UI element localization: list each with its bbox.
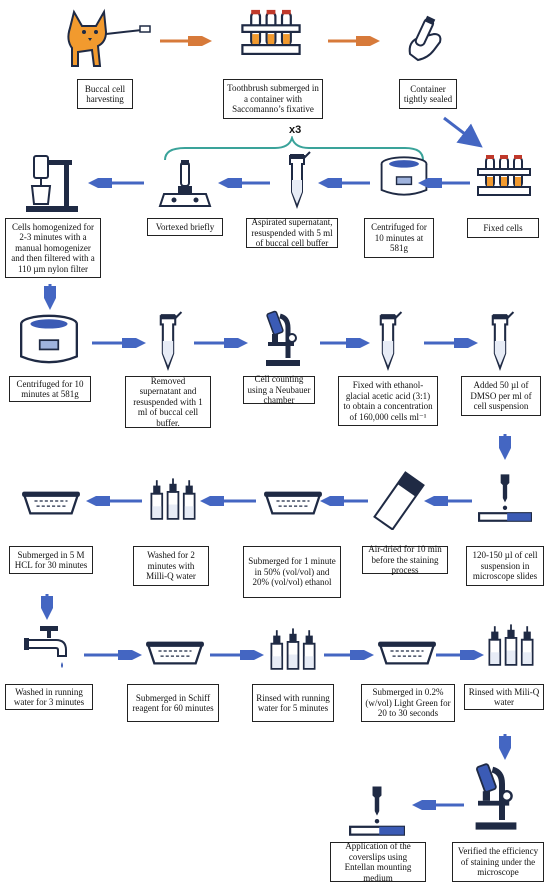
homogenizer-icon xyxy=(26,155,78,212)
step-washed-running-water: Washed in running water for 3 minutes xyxy=(5,684,93,710)
arrow-row2-3 xyxy=(218,178,270,188)
step-container-sealed: Container tightly sealed xyxy=(399,79,457,109)
step-submerged-light-green: Submerged in 0.2% (w/vol) Light Green fo… xyxy=(361,684,455,722)
arrow-row4-1 xyxy=(424,496,472,506)
wash-bottles-icon xyxy=(484,622,538,670)
dropper-slide-icon xyxy=(472,470,538,524)
step-rinsed-mili-q: Rinsed with Mili-Q water xyxy=(464,684,544,710)
step-toothbrush-submerged: Toothbrush submerged in a container with… xyxy=(223,79,323,119)
staining-tray-icon xyxy=(20,486,82,518)
arrow-orange-1 xyxy=(160,36,212,46)
wash-bottles-icon xyxy=(266,626,320,674)
step-cell-counting: Cell counting using a Neubauer chamber xyxy=(243,374,315,405)
step-submerged-schiff: Submerged in Schiff reagent for 60 minut… xyxy=(127,684,219,722)
step-fixed-cells: Fixed cells xyxy=(467,218,539,238)
microscope-icon xyxy=(258,308,308,368)
arrow-row5-4 xyxy=(436,650,484,660)
repeat-label: x3 xyxy=(289,124,302,136)
step-submerged-hcl: Submerged in 5 M HCL for 30 minutes xyxy=(9,546,93,574)
microcentrifuge-tube-icon xyxy=(372,310,404,372)
step-fixed-ethanol: Fixed with ethanol-glacial acetic acid (… xyxy=(338,376,438,426)
arrow-diagonal xyxy=(443,116,483,148)
step-washed-milliq: Washed for 2 minutes with Milli-Q water xyxy=(133,546,209,586)
arrow-row4-4 xyxy=(86,496,142,506)
test-tube-rack-icon xyxy=(474,150,534,202)
step-centrifuged-2: Centrifuged for 10 minutes at 581g xyxy=(9,376,91,402)
staining-tray-icon xyxy=(376,636,438,668)
microscope-slide-icon xyxy=(373,471,425,530)
step-vortexed: Vortexed briefly xyxy=(147,218,223,236)
step-buccal-cell-harvesting: Buccal cell harvesting xyxy=(77,79,133,109)
step-air-dried: Air-dried for 10 min before the staining… xyxy=(362,544,448,575)
wash-bottles-icon xyxy=(146,476,200,524)
microcentrifuge-tube-icon xyxy=(484,310,516,372)
step-homogenized: Cells homogenized for 2-3 minutes with a… xyxy=(5,218,101,278)
arrow-down-4 xyxy=(499,734,511,760)
arrow-row3-4 xyxy=(424,338,478,348)
dropper-slide-icon xyxy=(342,782,412,838)
arrow-row3-3 xyxy=(320,338,370,348)
step-removed-supernatant: Removed supernatant and resuspended with… xyxy=(125,376,211,428)
microcentrifuge-tube-icon xyxy=(282,150,312,210)
step-added-dmso: Added 50 µl of DMSO per ml of cell suspe… xyxy=(461,376,541,416)
step-coverslips: Application of the coverslips using Ente… xyxy=(330,841,426,883)
step-submerged-ethanol: Submerged for 1 minute in 50% (vol/vol) … xyxy=(243,546,341,598)
arrow-row2-2 xyxy=(318,178,370,188)
arrow-orange-2 xyxy=(328,36,380,46)
test-tube-rack-icon xyxy=(238,2,304,64)
step-aspirated-supernatant: Aspirated supernatant, resuspended with … xyxy=(246,217,338,248)
dog-icon xyxy=(67,8,151,67)
staining-tray-icon xyxy=(144,636,206,668)
repeat-bracket xyxy=(164,136,424,161)
arrow-row2-4 xyxy=(88,178,144,188)
step-cell-suspension-slides: 120-150 µl of cell suspension in microsc… xyxy=(466,546,544,586)
microscope-icon xyxy=(466,760,526,832)
arrow-row3-2 xyxy=(194,338,248,348)
arrow-row5-2 xyxy=(210,650,264,660)
arrow-down-1 xyxy=(44,284,56,310)
centrifuge-icon xyxy=(376,152,432,200)
step-centrifuged-1: Centrifuged for 10 minutes at 581g xyxy=(364,218,434,258)
arrow-row3-1 xyxy=(92,338,146,348)
step-rinsed-running-water: Rinsed with running water for 5 minutes xyxy=(252,684,334,722)
arrow-down-2 xyxy=(499,434,511,460)
microcentrifuge-tube-icon xyxy=(152,310,184,372)
faucet-icon xyxy=(24,626,67,668)
arrow-row2-1 xyxy=(418,178,470,188)
vortex-mixer-icon xyxy=(158,160,212,207)
centrifuge-icon xyxy=(14,310,84,368)
arrow-row5-1 xyxy=(84,650,142,660)
arrow-down-3 xyxy=(41,594,53,620)
arrow-row5-3 xyxy=(324,650,374,660)
step-verified-staining: Verified the efficiency of staining unde… xyxy=(452,842,544,882)
arrow-row4-2 xyxy=(320,496,368,506)
staining-tray-icon xyxy=(262,486,324,518)
arrow-row6-1 xyxy=(412,800,464,810)
arrow-row4-3 xyxy=(200,496,256,506)
sealed-tube-hand-icon xyxy=(408,15,442,62)
